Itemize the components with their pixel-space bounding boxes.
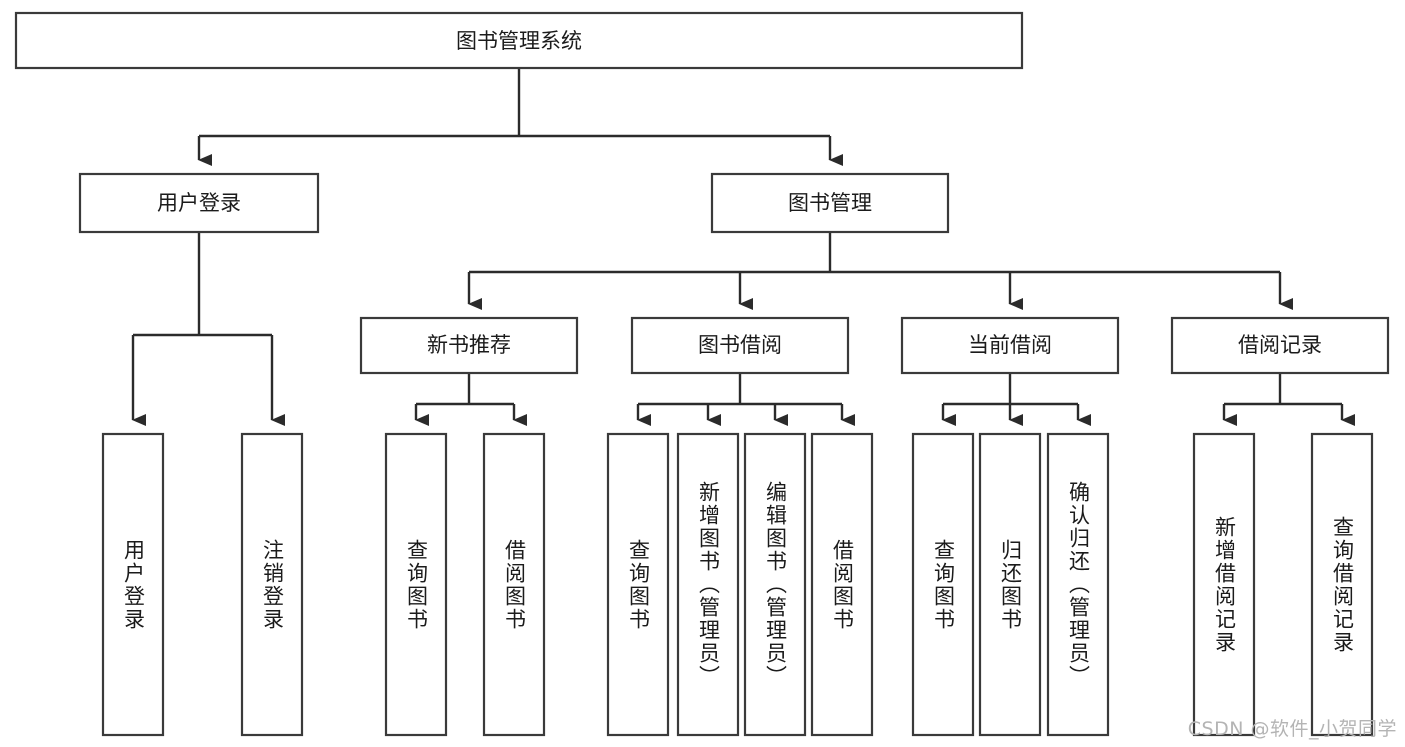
node-box-user-logout[interactable] bbox=[240, 432, 304, 737]
node-box-user-login-do[interactable] bbox=[101, 432, 165, 737]
connectors-group bbox=[131, 68, 1355, 426]
node-box-root[interactable] bbox=[14, 11, 1024, 70]
node-label-book-borrow: 图书借阅 bbox=[698, 333, 782, 357]
node-label-book-manage: 图书管理 bbox=[788, 191, 872, 215]
node-label-current-borrow: 当前借阅 bbox=[968, 333, 1052, 357]
node-box-query-borrow-record[interactable] bbox=[1310, 432, 1374, 737]
node-box-borrow-book-1[interactable] bbox=[482, 432, 546, 737]
node-box-book-manage[interactable] bbox=[710, 172, 950, 234]
node-label-new-book-recommend: 新书推荐 bbox=[427, 333, 511, 357]
node-box-borrow-book-2[interactable] bbox=[810, 432, 874, 737]
watermark-text: CSDN @软件_小贺同学 bbox=[1187, 718, 1397, 740]
node-box-current-borrow[interactable] bbox=[900, 316, 1120, 375]
node-box-query-book-3[interactable] bbox=[911, 432, 975, 737]
node-boxes-group: 图书管理系统 用户登录 图书管理 新书推荐 图书借阅 当前借阅 借阅记录 bbox=[14, 11, 1390, 737]
node-box-borrow-record[interactable] bbox=[1170, 316, 1390, 375]
node-label-root: 图书管理系统 bbox=[456, 29, 582, 53]
node-box-user-login[interactable] bbox=[78, 172, 320, 234]
node-box-edit-book-admin[interactable] bbox=[743, 432, 807, 737]
node-label-borrow-record: 借阅记录 bbox=[1238, 333, 1322, 357]
node-box-confirm-return-admin[interactable] bbox=[1046, 432, 1110, 737]
node-label-user-login: 用户登录 bbox=[157, 191, 241, 215]
node-box-query-book-2[interactable] bbox=[606, 432, 670, 737]
node-box-add-book-admin[interactable] bbox=[676, 432, 740, 737]
node-box-add-borrow-record[interactable] bbox=[1192, 432, 1256, 737]
node-box-new-book-recommend[interactable] bbox=[359, 316, 579, 375]
node-box-return-book[interactable] bbox=[978, 432, 1042, 737]
node-box-query-book-1[interactable] bbox=[384, 432, 448, 737]
node-box-book-borrow[interactable] bbox=[630, 316, 850, 375]
